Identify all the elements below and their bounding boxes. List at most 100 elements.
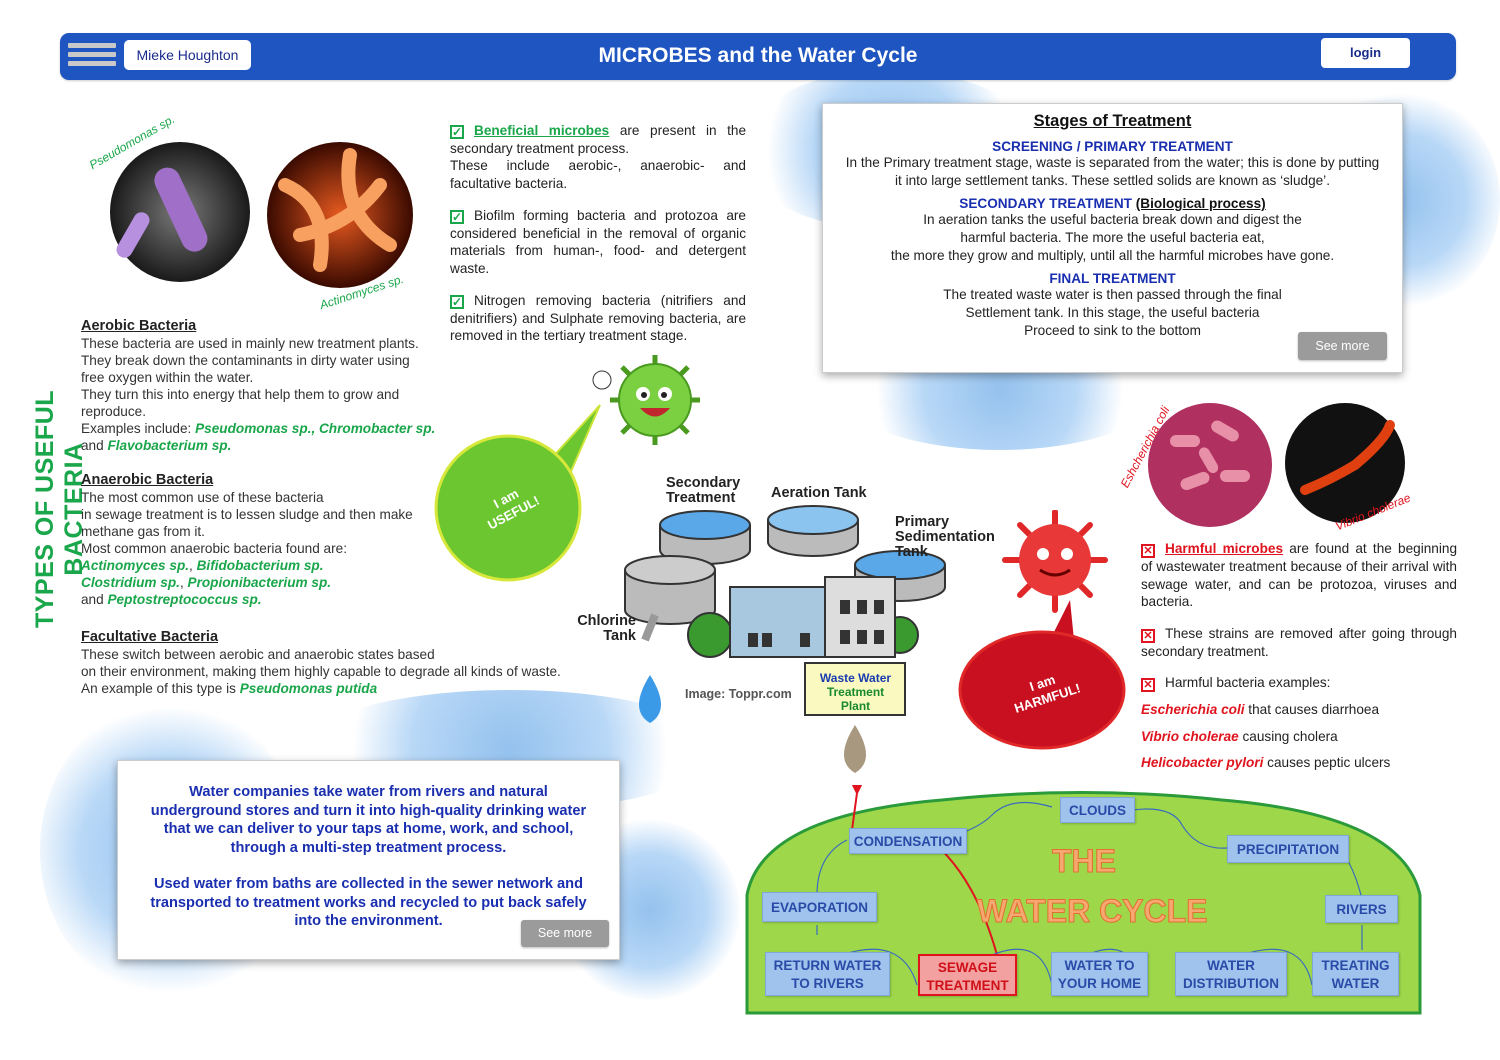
stages-of-treatment-card: Stages of Treatment SCREENING / PRIMARY … (822, 103, 1403, 373)
vibrio-image (1285, 403, 1405, 523)
red-virus-icon (1002, 510, 1108, 613)
text-line: methane gas from it. (81, 524, 205, 539)
text: Examples include: (81, 421, 192, 436)
image-credit: Image: Toppr.com (685, 687, 792, 701)
step-treating-water: TREATING WATER (1312, 952, 1399, 996)
facultative-section: Facultative Bacteria These switch betwee… (81, 629, 621, 697)
text: Biofilm forming bacteria and protozoa ar… (450, 208, 746, 276)
text: These include aerobic-, anaerobic- and f… (450, 158, 746, 191)
species: Vibrio cholerae (1141, 728, 1239, 744)
species: Propionibacterium sp. (187, 575, 332, 590)
text: Treatment (826, 685, 885, 699)
cross-icon: ✕ (1141, 678, 1155, 692)
page-title: MICROBES and the Water Cycle (598, 44, 918, 67)
harmful-bacteria-images (1148, 403, 1405, 527)
species: Flavobacterium sp. (107, 438, 232, 453)
cross-icon: ✕ (1141, 544, 1155, 558)
info-paragraph: Water companies take water from rivers a… (150, 784, 587, 856)
text: Plant (840, 699, 871, 713)
primary-label: Primary Sedimentation Tank (895, 514, 995, 560)
text: causing cholera (1242, 728, 1338, 744)
text-line: it into large settlement tanks. These se… (895, 173, 1330, 188)
menu-icon[interactable] (68, 43, 116, 69)
text-line: free oxygen within the water. (81, 370, 254, 385)
aeration-label: Aeration Tank (771, 485, 867, 501)
stages-see-more-button[interactable]: See more (1298, 332, 1387, 360)
step-evaporation: EVAPORATION (762, 892, 877, 922)
text-line: the more they grow and multiply, until a… (890, 248, 1335, 263)
chlorine-label: Chlorine Tank (577, 613, 636, 644)
beneficial-section: ✓ Beneficial microbes are present in the … (450, 122, 746, 360)
text: and (81, 592, 104, 607)
species: Peptostreptococcus sp. (107, 592, 262, 607)
text: causes peptic ulcers (1267, 755, 1391, 770)
species: Bifidobacterium sp. (196, 558, 324, 573)
text: are present in the secondary treatment p… (450, 123, 746, 156)
text-line: Most common anaerobic bacteria found are… (81, 541, 347, 556)
stage-heading: FINAL TREATMENT (1049, 271, 1176, 286)
text-line: The treated waste water is then passed t… (943, 287, 1282, 302)
anaerobic-heading: Anaerobic Bacteria (81, 472, 214, 488)
species: Clostridium sp. (81, 575, 180, 590)
step-condensation: CONDENSATION (849, 828, 967, 854)
info-card: Water companies take water from rivers a… (117, 760, 620, 960)
text: Secondary Treatment (666, 475, 741, 506)
text: An example of this type is (81, 681, 236, 696)
text: These strains are removed after going th… (1141, 625, 1457, 659)
beneficial-microbes-link[interactable]: Beneficial microbes (474, 123, 610, 138)
check-icon: ✓ (450, 125, 464, 139)
text: Harmful bacteria examples: (1165, 675, 1331, 690)
aerobic-heading: Aerobic Bacteria (81, 318, 197, 334)
text-line: Settlement tank. In this stage, the usef… (965, 305, 1260, 320)
text-line: These switch between aerobic and anaerob… (81, 647, 435, 662)
treatment-plant-diagram (624, 505, 946, 773)
chlorine-tank (624, 555, 716, 585)
secondary-label: Secondary Treatment (666, 476, 746, 506)
dirty-water-drop-icon (844, 725, 866, 773)
speech-bubble (434, 434, 582, 582)
clean-water-drop-icon (639, 675, 661, 723)
info-paragraph: Used water from baths are collected in t… (150, 876, 587, 929)
text-line: on their environment, making them highly… (81, 664, 561, 679)
check-icon: ✓ (450, 295, 464, 309)
step-water-to-home: WATER TO YOUR HOME (1051, 952, 1148, 996)
top-bar: Mieke Houghton MICROBES and the Water Cy… (60, 33, 1456, 80)
step-clouds: CLOUDS (1060, 797, 1135, 823)
text-line: In aeration tanks the useful bacteria br… (923, 212, 1302, 227)
stage-subheading: (Biological process) (1135, 196, 1266, 211)
check-icon: ✓ (450, 210, 464, 224)
user-button[interactable]: Mieke Houghton (124, 40, 251, 70)
anaerobic-section: Anaerobic Bacteria The most common use o… (81, 472, 451, 608)
species: Actinomyces sp. (81, 558, 190, 573)
text-line: in sewage treatment is to lessen sludge … (81, 507, 413, 522)
text-line: In the Primary treatment stage, waste is… (845, 155, 1380, 170)
harmful-microbes-link[interactable]: Harmful microbes (1165, 541, 1284, 556)
text-line: Proceed to sink to the bottom (1024, 323, 1201, 338)
text: and (81, 438, 104, 453)
info-see-more-button[interactable]: See more (521, 920, 609, 947)
harmful-section: ✕Harmful microbes are found at the begin… (1141, 540, 1457, 787)
text-line: harmful bacteria. The more the useful ba… (960, 230, 1265, 245)
bacteria-images (110, 142, 413, 288)
facultative-heading: Facultative Bacteria (81, 629, 219, 645)
step-precipitation: PRECIPITATION (1227, 835, 1349, 863)
useful-microbe-illustration (434, 355, 700, 582)
species: Helicobacter pylori (1141, 755, 1264, 770)
stage-heading: SCREENING / PRIMARY TREATMENT (992, 139, 1233, 154)
text-line: They break down the contaminants in dirt… (81, 353, 410, 368)
login-button[interactable]: login (1321, 38, 1410, 68)
secondary-tank (659, 510, 751, 540)
species: Escherichia coli (1141, 702, 1245, 717)
water-cycle-diagram: THE WATER CYCLE CONDENSATION CLOUDS PREC… (742, 785, 1425, 1018)
aeration-tank (767, 505, 859, 535)
water-cycle-title: THE (1052, 843, 1117, 880)
text-line: The most common use of these bacteria (81, 490, 324, 505)
text-line: reproduce. (81, 404, 146, 419)
text: Waste Water (819, 671, 892, 685)
cross-icon: ✕ (1141, 628, 1155, 643)
step-water-distribution: WATER DISTRIBUTION (1175, 952, 1287, 996)
harmful-microbe-illustration (958, 510, 1126, 750)
stage-heading: SECONDARY TREATMENT (959, 196, 1132, 211)
text-line: These bacteria are used in mainly new tr… (81, 336, 419, 351)
